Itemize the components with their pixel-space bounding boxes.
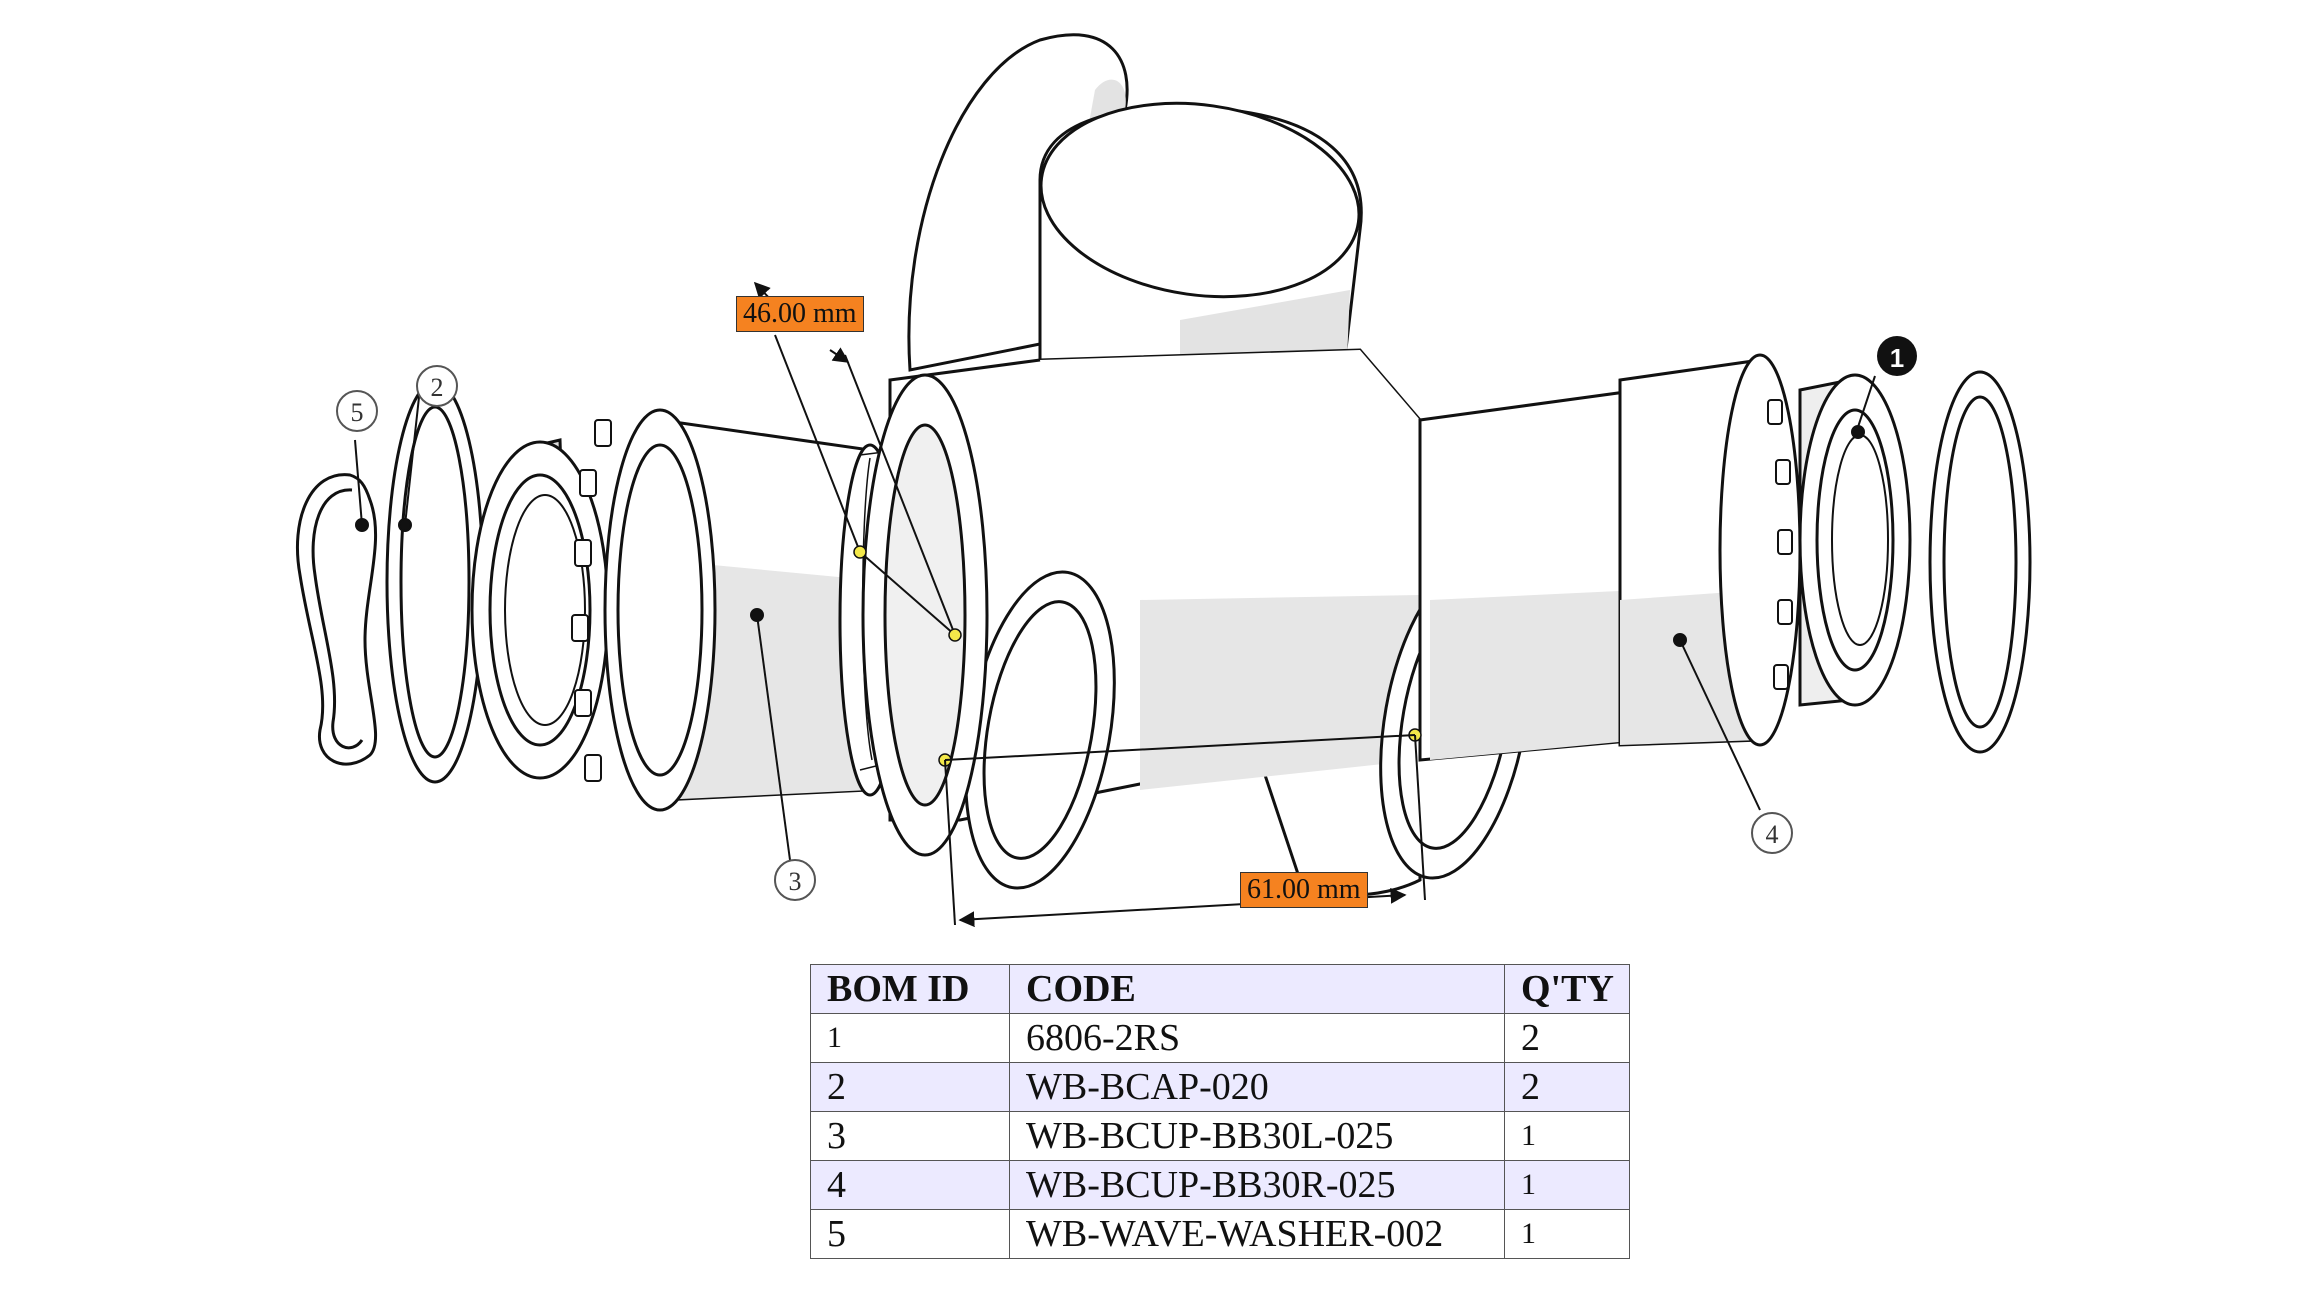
wave-washer-part (295, 473, 378, 766)
svg-text:2: 2 (431, 373, 444, 402)
table-row: 2 WB-BCAP-020 2 (810, 1062, 1630, 1112)
bom-cell-qty: 2 (1504, 1062, 1630, 1112)
svg-text:3: 3 (789, 867, 802, 896)
frame-shell (861, 33, 1642, 897)
bom-cell-id: 1 (810, 1013, 1010, 1063)
bom-header-code: CODE (1009, 964, 1505, 1014)
table-row: 4 WB-BCUP-BB30R-025 1 (810, 1160, 1630, 1210)
leader-points (853, 545, 1422, 767)
svg-text:4: 4 (1766, 820, 1779, 849)
bom-cell-code: WB-BCAP-020 (1009, 1062, 1505, 1112)
table-row: 3 WB-BCUP-BB30L-025 1 (810, 1111, 1630, 1161)
balloon-2: 2 (416, 365, 458, 407)
table-row: 1 6806-2RS 2 (810, 1013, 1630, 1063)
balloon-3: 3 (774, 859, 816, 901)
svg-text:5: 5 (351, 398, 364, 427)
bom-cell-qty: 1 (1504, 1111, 1630, 1161)
balloon-4: 4 (1751, 812, 1793, 854)
bom-header-row: BOM ID CODE Q'TY (810, 964, 1630, 1014)
bom-cell-id: 2 (810, 1062, 1010, 1112)
bom-cell-id: 5 (810, 1209, 1010, 1259)
bom-cell-qty: 1 (1504, 1160, 1630, 1210)
bom-header-id: BOM ID (810, 964, 1010, 1014)
right-bearing-part (1798, 373, 1912, 707)
bom-header-qty: Q'TY (1504, 964, 1630, 1014)
bom-cell-qty: 2 (1504, 1013, 1630, 1063)
bom-cell-code: 6806-2RS (1009, 1013, 1505, 1063)
bom-cell-code: WB-BCUP-BB30R-025 (1009, 1160, 1505, 1210)
balloon-1: 1 (1877, 336, 1917, 376)
left-cup-part (571, 408, 902, 812)
dimension-label-61mm: 61.00 mm (1240, 872, 1368, 908)
bom-cell-id: 4 (810, 1160, 1010, 1210)
right-cup-part (1618, 353, 1802, 747)
table-row: 5 WB-WAVE-WASHER-002 1 (810, 1209, 1630, 1259)
bom-cell-code: WB-BCUP-BB30L-025 (1009, 1111, 1505, 1161)
balloon-leaders (354, 375, 1876, 861)
left-bearing-cap-part (385, 380, 485, 784)
balloon-5: 5 (336, 390, 378, 432)
bom-cell-qty: 1 (1504, 1209, 1630, 1259)
bom-cell-code: WB-WAVE-WASHER-002 (1009, 1209, 1505, 1259)
dimension-label-46mm: 46.00 mm (736, 296, 864, 332)
svg-text:1: 1 (1890, 343, 1904, 373)
bom-cell-id: 3 (810, 1111, 1010, 1161)
bom-table: BOM ID CODE Q'TY 1 6806-2RS 2 2 WB-BCAP-… (810, 964, 1630, 1259)
right-bearing-cap-part (1928, 370, 2032, 754)
